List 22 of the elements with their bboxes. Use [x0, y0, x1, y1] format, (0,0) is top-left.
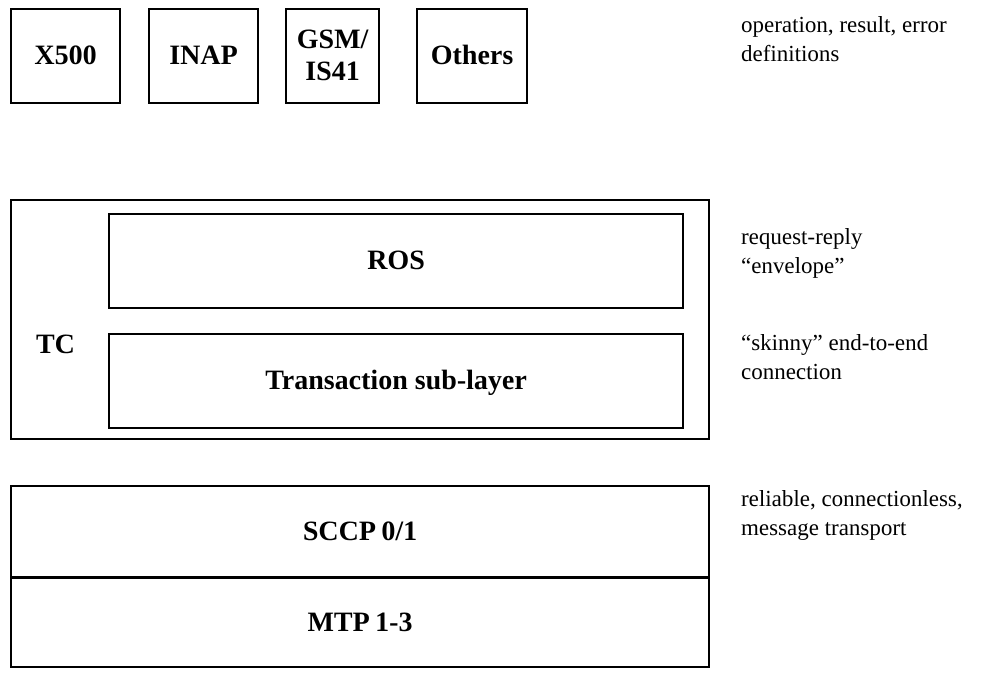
box-label: Transaction sub-layer [264, 365, 528, 397]
protocol-box [416, 8, 528, 104]
protocol-box [285, 8, 380, 104]
protocol-box [10, 485, 710, 578]
layer-box [10, 199, 710, 440]
box-label: GSM/ IS41 [296, 24, 370, 88]
box-label: X500 [33, 40, 98, 72]
description-text: operation, result, error definitions [741, 11, 948, 68]
box-label: TC [36, 329, 75, 361]
box-label: ROS [366, 245, 426, 277]
protocol-box [10, 577, 710, 668]
protocol-box [10, 8, 121, 104]
box-label: Others [430, 40, 514, 72]
description-text: request-reply “envelope” [741, 223, 864, 280]
box-label: INAP [168, 40, 239, 72]
description-text: “skinny” end-to-end connection [741, 329, 930, 386]
description-text: reliable, connectionless, message transport [741, 485, 964, 542]
protocol-box [108, 213, 684, 309]
protocol-box [148, 8, 259, 104]
box-label: SCCP 0/1 [302, 516, 418, 548]
protocol-box [108, 333, 684, 429]
box-label: MTP 1-3 [306, 606, 414, 638]
